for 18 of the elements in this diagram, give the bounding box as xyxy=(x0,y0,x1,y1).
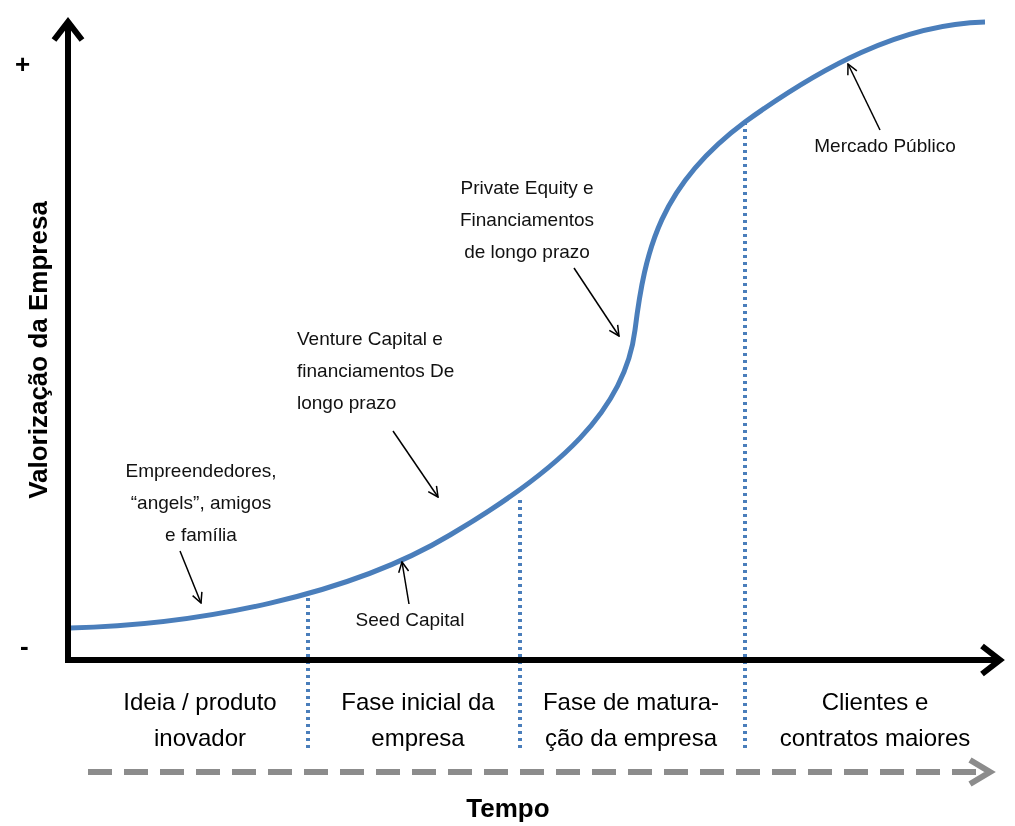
annotation-text: Mercado Público xyxy=(790,130,980,162)
x-axis-title: Tempo xyxy=(465,792,551,824)
stage-label: Fase de matura-ção da empresa xyxy=(541,687,721,753)
stage-label: Ideia / produto inovador xyxy=(122,687,278,753)
leader-arrow xyxy=(573,267,620,337)
annotation-text: Venture Capital e financiamentos De longo prazo xyxy=(297,323,462,431)
stage-label: Fase inicial da empresa xyxy=(340,687,496,753)
leader-arrow xyxy=(392,430,439,498)
axis-end-sign: - xyxy=(20,632,29,660)
leader-arrow xyxy=(847,63,881,131)
y-axis-title: Valorização da Empresa xyxy=(22,200,54,501)
annotation-text: Seed Capital xyxy=(340,604,480,636)
leader-arrow xyxy=(179,550,203,604)
annotation-text: Private Equity e Financiamentos de longo prazo xyxy=(452,172,602,268)
axis-end-sign: + xyxy=(15,50,31,78)
annotation-text: Empreendedores, “angels”, amigos e família xyxy=(124,455,278,551)
leader-arrow xyxy=(397,561,410,605)
stage-label: Clientes e contratos maiores xyxy=(778,687,972,753)
